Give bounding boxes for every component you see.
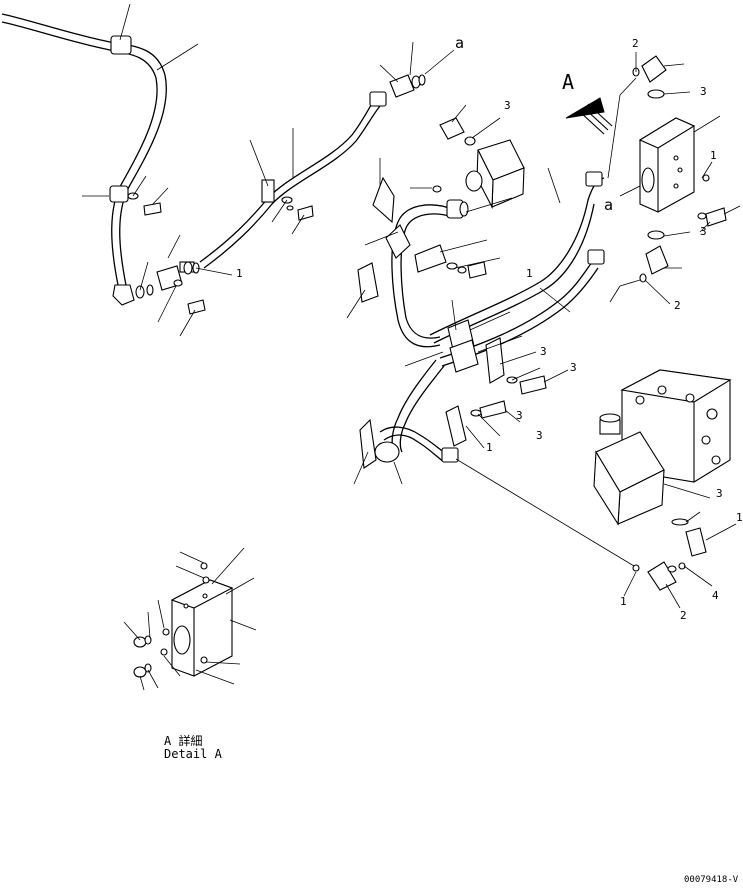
central-hose-bundle <box>346 158 635 567</box>
callout-1-center: 1 <box>526 267 533 280</box>
callout-3-bolt-b: 3 <box>570 361 577 374</box>
callout-3-bolt-d: 3 <box>536 429 543 442</box>
callout-2-top: 2 <box>632 37 639 50</box>
view-a-valve-block <box>565 52 741 305</box>
callout-a-upper: a <box>455 34 465 52</box>
callout-3-bolt-c: 3 <box>516 409 523 422</box>
view-a-label: A <box>562 70 575 94</box>
callout-3-solenoid: 3 <box>504 99 511 112</box>
callout-4-elbow: 4 <box>712 589 719 602</box>
callout-3-bolt-a: 3 <box>540 345 547 358</box>
detail-caption-jp: A 詳細 <box>164 734 203 748</box>
callout-1-elbow: 1 <box>620 595 627 608</box>
callout-3-valve: 3 <box>716 487 723 500</box>
callout-a-block: a <box>604 196 614 214</box>
detail-a-block <box>123 547 257 691</box>
drawing-code: 00079418-V <box>684 875 739 885</box>
callout-3-top: 3 <box>700 85 707 98</box>
callout-1-lower: 1 <box>486 441 493 454</box>
callout-3-side: 3 <box>700 225 707 238</box>
lower-right-valve <box>593 369 737 609</box>
callout-1-valve: 1 <box>736 511 743 524</box>
callout-2-elbow: 2 <box>680 609 687 622</box>
upper-fittings <box>379 41 525 210</box>
callout-1-top: 1 <box>710 149 717 162</box>
detail-caption-en: Detail A <box>164 747 222 761</box>
left-hose-assembly <box>1 3 387 337</box>
callout-2-bottom: 2 <box>674 299 681 312</box>
callout-1-hose: 1 <box>236 267 243 280</box>
